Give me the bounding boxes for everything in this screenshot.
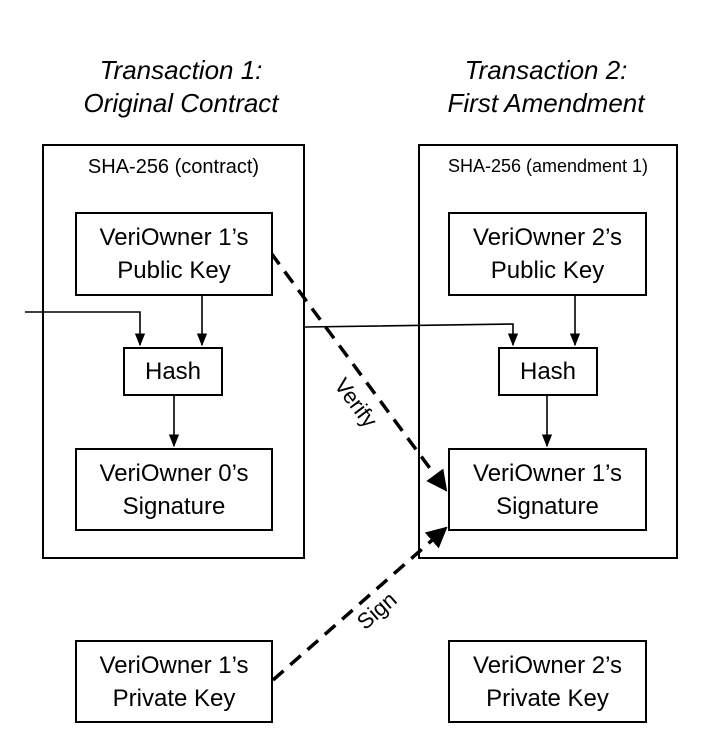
transaction-2-title: Transaction 2: First Amendment [396,54,696,120]
tx1-signature-line-1: VeriOwner 0’s [99,459,249,487]
sign-dashed-arrow [271,526,448,682]
tx1-public-key-line-2: Public Key [117,257,231,284]
tx2-public-key-line-2: Public Key [490,257,605,284]
private-key-1-line-1: VeriOwner 1’s [99,651,249,679]
tx2-signature-box: VeriOwner 1’s Signature [448,448,647,531]
transaction-1-title-line-2: Original Contract [83,88,279,118]
private-key-2-line-2: Private Key [486,684,609,712]
transaction-2-title-line-1: Transaction 2: [464,55,628,85]
tx2-hash-box: Hash [498,347,598,396]
private-key-1-line-2: Private Key [112,684,236,712]
tx2-public-key-line-1: VeriOwner 2’s [473,224,622,251]
tx1-prev-link-arrow [25,311,146,347]
tx1-to-tx2-hash-arrow [304,323,519,347]
transaction-1-container: SHA-256 (contract) [42,144,305,559]
tx2-signature-line-1: VeriOwner 1’s [473,459,622,487]
tx1-public-key-box: VeriOwner 1’s Public Key [75,212,273,296]
transaction-2-container-label: SHA-256 (amendment 1) [447,156,649,176]
veriowner-1-private-key-box: VeriOwner 1’s Private Key [75,640,273,723]
transaction-2-title-line-2: First Amendment [447,88,645,118]
veriowner-2-private-key-box: VeriOwner 2’s Private Key [448,640,647,723]
transaction-1-container-label: SHA-256 (contract) [87,156,260,178]
tx1-public-key-line-1: VeriOwner 1’s [99,224,249,251]
tx1-signature-line-2: Signature [122,492,226,520]
tx1-hash-label: Hash [144,358,202,385]
verify-dashed-arrow [269,251,448,492]
tx2-hash-label: Hash [519,358,577,385]
tx2-public-key-box: VeriOwner 2’s Public Key [448,212,647,296]
tx1-signature-box: VeriOwner 0’s Signature [75,448,273,531]
tx2-signature-line-2: Signature [496,492,599,520]
transaction-2-container: SHA-256 (amendment 1) [418,144,678,559]
private-key-2-line-1: VeriOwner 2’s [473,651,622,679]
transaction-1-title: Transaction 1: Original Contract [31,54,331,120]
transaction-1-title-line-1: Transaction 1: [99,55,263,85]
tx1-hash-box: Hash [123,347,223,396]
